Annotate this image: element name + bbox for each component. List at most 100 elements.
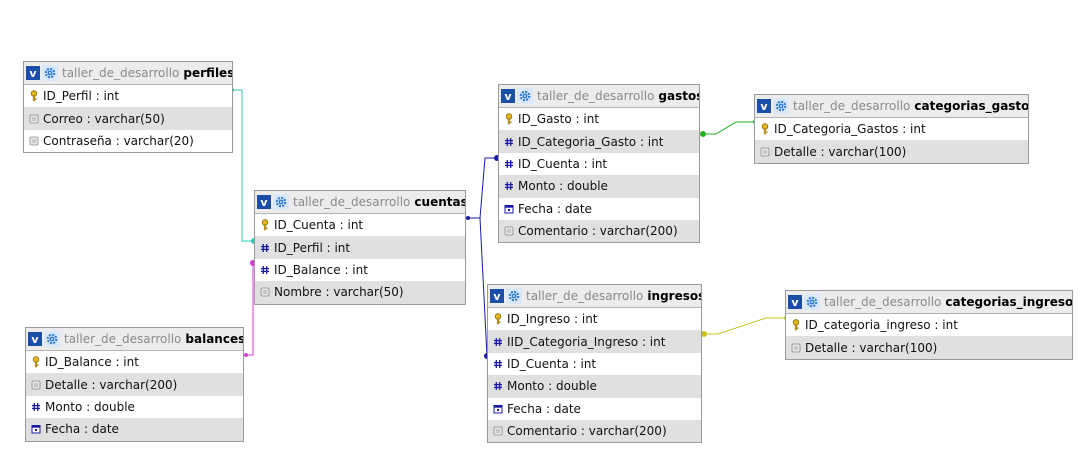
database-name: taller_de_desarrollo — [824, 295, 942, 309]
date-field-icon — [30, 423, 42, 435]
field-row[interactable]: ID_Gasto : int — [499, 108, 699, 130]
field-label: Fecha : date — [518, 201, 592, 216]
primary-key-icon — [790, 319, 802, 331]
field-row[interactable]: Monto : double — [499, 175, 699, 198]
field-label: Detalle : varchar(200) — [45, 377, 178, 392]
table-name[interactable]: categorias_gastos — [914, 99, 1028, 113]
table-name[interactable]: categorias_ingresos — [945, 295, 1072, 309]
relation-cuentas-gastos — [466, 155, 500, 219]
field-row[interactable]: ID_categoria_ingreso : int — [786, 314, 1072, 336]
field-row[interactable]: ID_Cuenta : int — [499, 153, 699, 175]
field-row[interactable]: Fecha : date — [499, 198, 699, 220]
field-row[interactable]: ID_Cuenta : int — [488, 353, 701, 375]
field-row[interactable]: Monto : double — [26, 396, 243, 418]
numeric-field-icon — [259, 242, 271, 254]
field-label: ID_Cuenta : int — [507, 356, 597, 371]
field-label: ID_categoria_ingreso : int — [805, 318, 958, 333]
field-label: ID_Balance : int — [45, 355, 139, 370]
field-label: ID_Ingreso : int — [507, 312, 598, 327]
field-row[interactable]: Nombre : varchar(50) — [255, 281, 465, 304]
toggle-fields-button[interactable]: v — [501, 89, 515, 103]
relation-ingresos-categorias — [701, 316, 788, 337]
field-row[interactable]: Detalle : varchar(100) — [786, 336, 1072, 359]
database-name: taller_de_desarrollo — [537, 89, 655, 103]
field-label: Fecha : date — [45, 422, 119, 437]
toggle-fields-button[interactable]: v — [788, 295, 802, 309]
field-row[interactable]: Fecha : date — [26, 418, 243, 441]
field-row[interactable]: ID_Cuenta : int — [255, 214, 465, 236]
field-row[interactable]: ID_Categoria_Gasto : int — [499, 130, 699, 153]
toggle-fields-button[interactable]: v — [757, 99, 771, 113]
field-label: Monto : double — [507, 379, 597, 394]
field-row[interactable]: Detalle : varchar(100) — [755, 140, 1028, 163]
field-label: ID_Perfil : int — [274, 240, 351, 255]
table-name[interactable]: balances — [185, 332, 243, 346]
text-field-icon — [28, 135, 40, 147]
field-row[interactable]: Correo : varchar(50) — [24, 107, 232, 130]
relation-perfiles-cuentas — [230, 88, 257, 244]
field-label: Comentario : varchar(200) — [507, 424, 667, 439]
date-field-icon — [492, 403, 504, 415]
field-row[interactable]: ID_Perfil : int — [24, 85, 232, 107]
field-row[interactable]: ID_Ingreso : int — [488, 308, 701, 330]
primary-key-icon — [503, 113, 515, 125]
field-row[interactable]: Contraseña : varchar(20) — [24, 130, 232, 152]
gear-icon[interactable] — [773, 98, 789, 114]
field-row[interactable]: Detalle : varchar(200) — [26, 373, 243, 396]
gear-icon[interactable] — [506, 288, 522, 304]
field-label: Monto : double — [45, 399, 135, 414]
gear-icon[interactable] — [804, 294, 820, 310]
field-row[interactable]: ID_Balance : int — [26, 351, 243, 373]
field-row[interactable]: Comentario : varchar(200) — [488, 419, 701, 443]
text-field-icon — [30, 379, 42, 391]
field-row[interactable]: ID_Balance : int — [255, 259, 465, 281]
toggle-fields-button[interactable]: v — [26, 66, 40, 80]
primary-key-icon — [30, 356, 42, 368]
field-row[interactable]: Comentario : varchar(200) — [499, 219, 699, 243]
field-row[interactable]: Fecha : date — [488, 398, 701, 420]
gear-icon[interactable] — [517, 88, 533, 104]
toggle-fields-button[interactable]: v — [490, 289, 504, 303]
field-row[interactable]: IID_Categoria_Ingreso : int — [488, 330, 701, 353]
table-name[interactable]: perfiles — [183, 66, 232, 80]
primary-key-icon — [28, 90, 40, 102]
table-name[interactable]: gastos — [658, 89, 699, 103]
text-field-icon — [759, 146, 771, 158]
text-field-icon — [259, 286, 271, 298]
relation-gastos-categorias — [700, 120, 757, 137]
field-label: Detalle : varchar(100) — [774, 144, 907, 159]
field-label: ID_Categoria_Gasto : int — [518, 134, 664, 149]
field-label: Monto : double — [518, 179, 608, 194]
field-label: ID_Perfil : int — [43, 89, 120, 104]
field-row[interactable]: Monto : double — [488, 375, 701, 398]
numeric-field-icon — [492, 380, 504, 392]
numeric-field-icon — [503, 180, 515, 192]
table-name[interactable]: ingresos — [647, 289, 701, 303]
gear-icon[interactable] — [273, 194, 289, 210]
field-label: ID_Balance : int — [274, 262, 368, 277]
gear-icon[interactable] — [42, 65, 58, 81]
field-row[interactable]: ID_Categoria_Gastos : int — [755, 118, 1028, 140]
toggle-fields-button[interactable]: v — [257, 195, 271, 209]
field-label: Contraseña : varchar(20) — [43, 133, 194, 148]
field-label: IID_Categoria_Ingreso : int — [507, 334, 666, 349]
toggle-fields-button[interactable]: v — [28, 332, 42, 346]
table-name[interactable]: cuentas — [414, 195, 465, 209]
text-field-icon — [503, 225, 515, 237]
gear-icon[interactable] — [44, 331, 60, 347]
field-row[interactable]: ID_Perfil : int — [255, 236, 465, 259]
